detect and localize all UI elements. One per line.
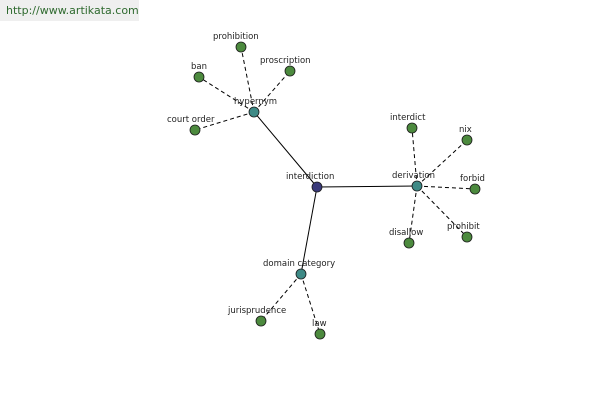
edge-root-derivation — [316, 185, 418, 188]
label-term-law[interactable]: law — [312, 319, 327, 329]
label-term-proscription[interactable]: proscription — [260, 56, 311, 66]
label-term-nix[interactable]: nix — [459, 125, 472, 135]
node-term-law[interactable] — [314, 328, 326, 340]
site-url[interactable]: http://www.artikata.com — [0, 0, 139, 21]
node-category-domain-category[interactable] — [295, 268, 307, 280]
edge-derivation-interdict — [411, 127, 418, 187]
node-term-ban[interactable] — [193, 71, 205, 83]
edge-derivation-forbid — [416, 185, 476, 190]
label-term-prohibition[interactable]: prohibition — [213, 32, 259, 42]
edge-derivation-disallow — [408, 185, 418, 244]
node-term-proscription[interactable] — [284, 65, 296, 77]
node-term-disallow[interactable] — [403, 237, 415, 249]
node-term-interdict[interactable] — [406, 122, 418, 134]
edge-hypernym-court-order — [194, 111, 255, 131]
node-term-nix[interactable] — [461, 134, 473, 146]
node-term-forbid[interactable] — [469, 183, 481, 195]
node-term-prohibit[interactable] — [461, 231, 473, 243]
node-term-prohibition[interactable] — [235, 41, 247, 53]
edge-domain-category-jurisprudence — [260, 273, 302, 322]
label-category-hypernym[interactable]: hypernym — [234, 97, 277, 107]
edge-derivation-prohibit — [416, 185, 468, 238]
label-term-forbid[interactable]: forbid — [460, 174, 485, 184]
edge-root-domain-category — [300, 186, 318, 275]
label-category-derivation[interactable]: derivation — [392, 171, 435, 181]
label-category-domain-category[interactable]: domain category — [263, 259, 335, 269]
label-term-court-order[interactable]: court order — [167, 115, 215, 125]
node-root[interactable] — [311, 181, 323, 193]
node-term-court-order[interactable] — [189, 124, 201, 136]
edge-hypernym-proscription — [253, 70, 291, 113]
edge-derivation-nix — [416, 139, 468, 187]
label-term-disallow[interactable]: disallow — [389, 228, 423, 238]
node-category-derivation[interactable] — [411, 180, 423, 192]
label-term-jurisprudence[interactable]: jurisprudence — [227, 306, 286, 316]
label-term-interdict[interactable]: interdict — [390, 113, 426, 123]
node-term-jurisprudence[interactable] — [255, 315, 267, 327]
edge-hypernym-ban — [198, 76, 255, 113]
label-root[interactable]: interdiction — [286, 172, 334, 182]
label-term-prohibit[interactable]: prohibit — [447, 222, 480, 232]
edge-domain-category-law — [300, 273, 321, 335]
node-category-hypernym[interactable] — [248, 106, 260, 118]
edge-root-hypernym — [253, 111, 318, 188]
label-term-ban[interactable]: ban — [191, 62, 207, 72]
